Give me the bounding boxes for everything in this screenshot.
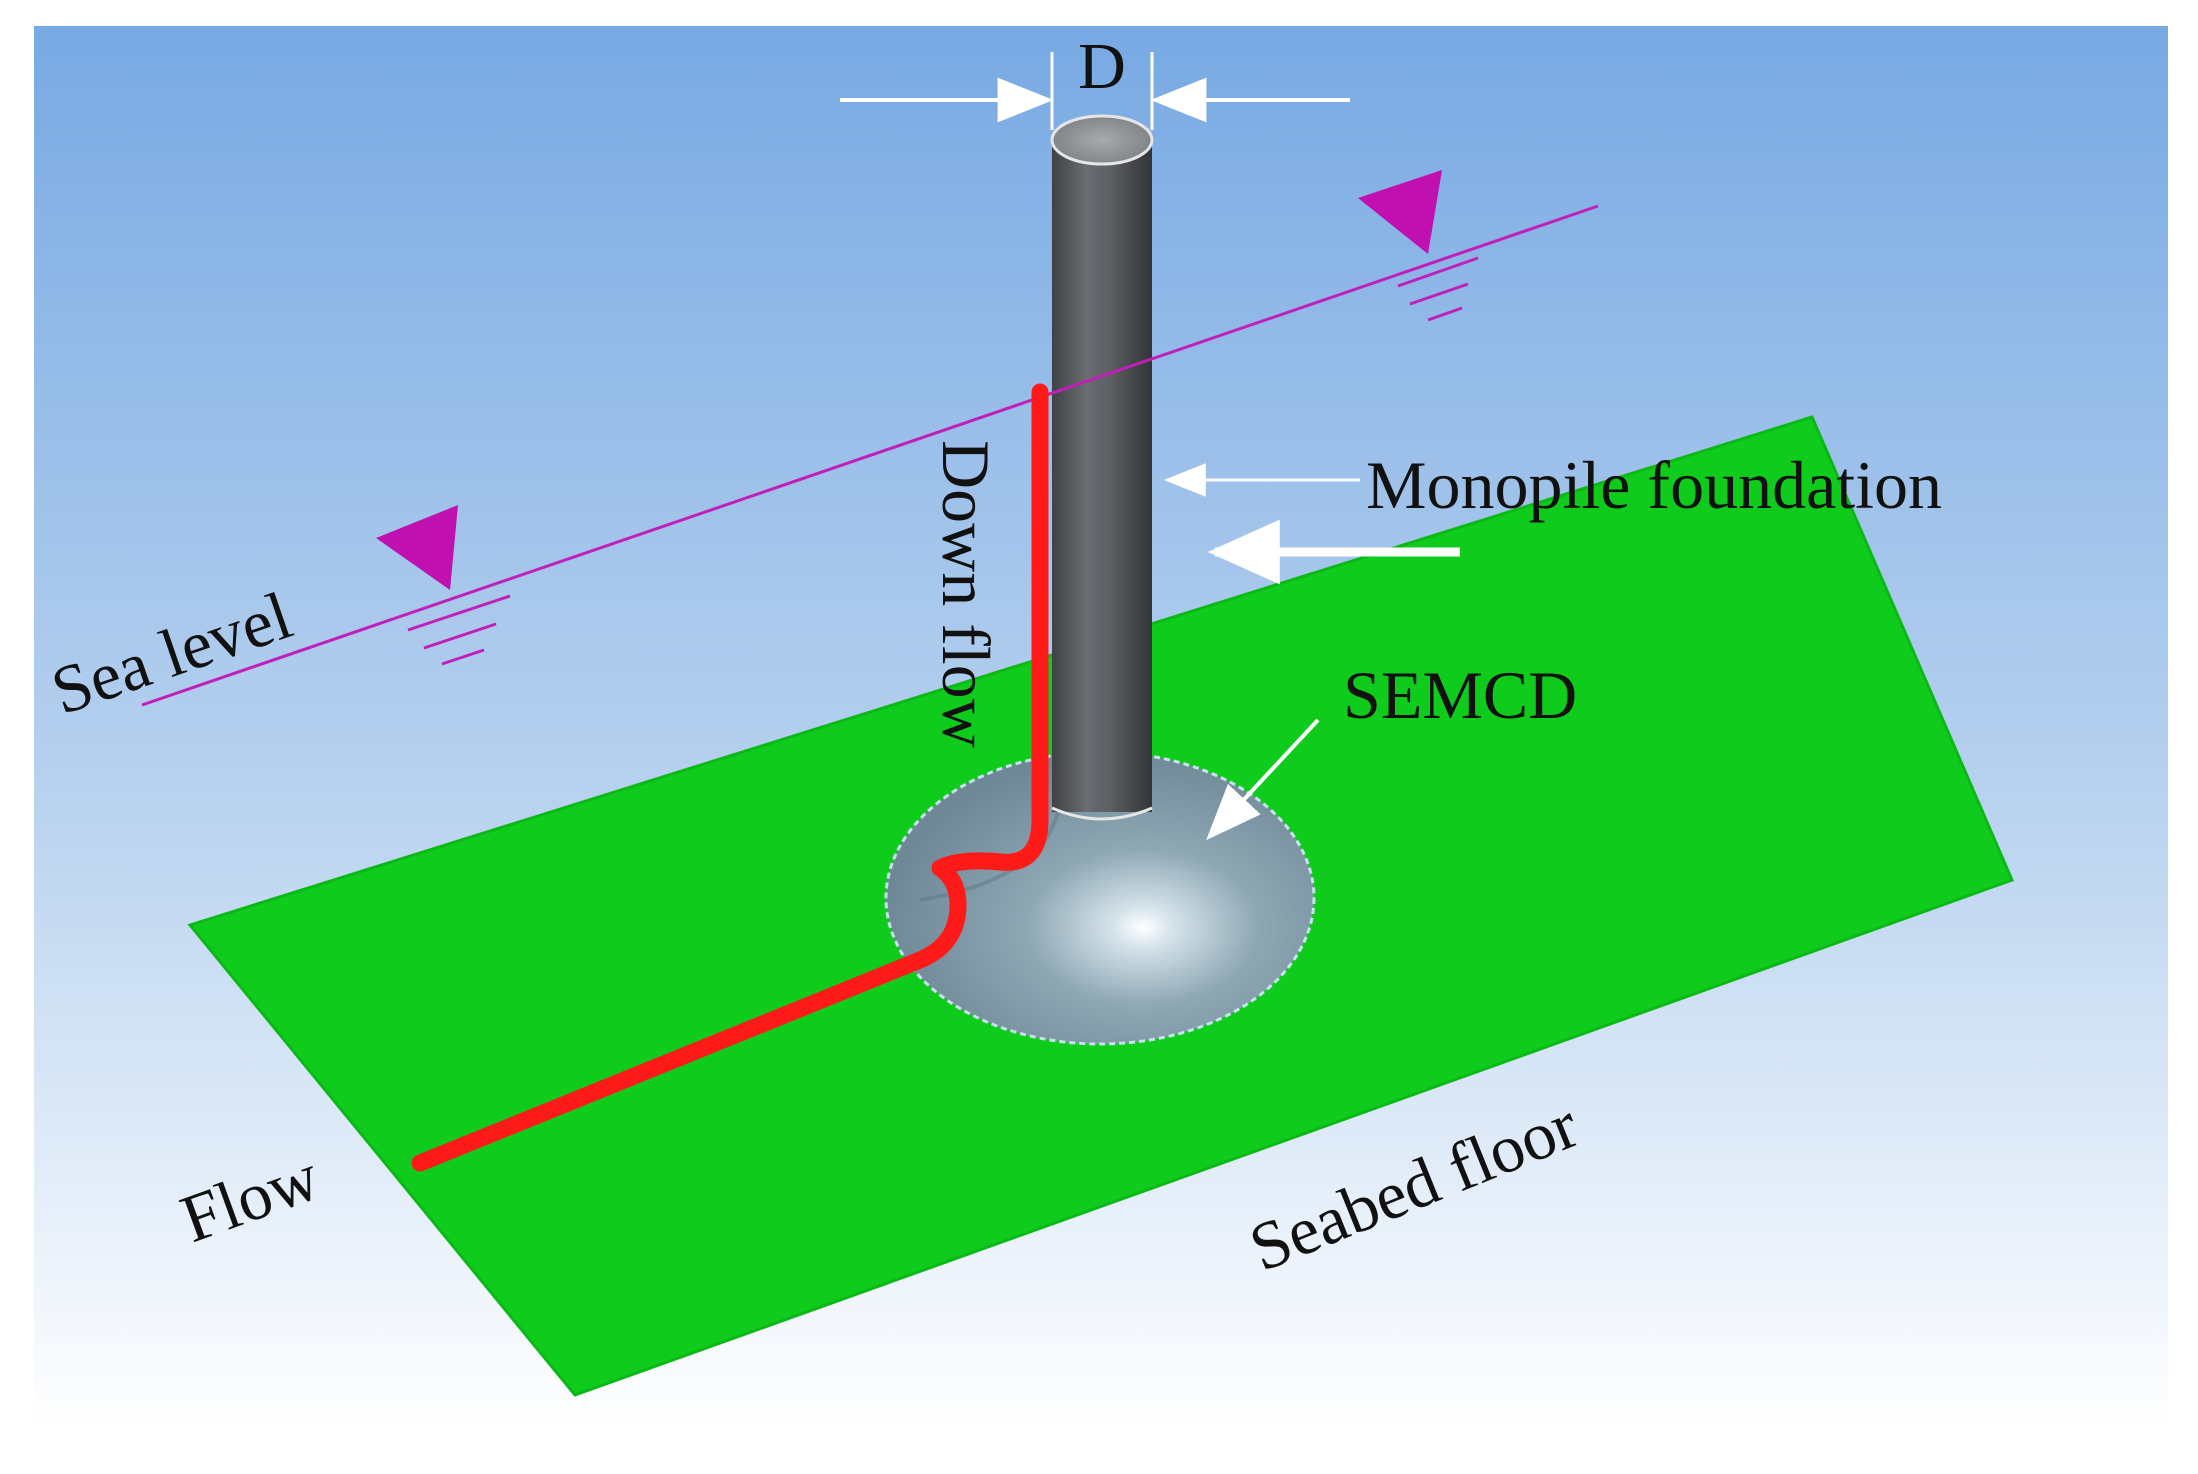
diameter-label: D xyxy=(1078,30,1126,103)
semcd-pointer-arrow xyxy=(1206,718,1320,841)
monopile-base-seam xyxy=(1051,806,1153,821)
monopile-top xyxy=(1050,114,1154,166)
water-level-tick xyxy=(423,622,497,650)
down-flow-label: Down flow xyxy=(928,440,1004,748)
water-level-tick xyxy=(1409,282,1469,306)
monopile xyxy=(1052,140,1152,812)
monopile-label: Monopile foundation xyxy=(1366,447,1942,523)
downward-triangle-icon xyxy=(1358,170,1442,254)
sea-level-line xyxy=(141,204,1599,707)
downward-triangle-icon xyxy=(376,505,458,590)
water-level-tick xyxy=(1397,256,1479,288)
flow-path xyxy=(411,383,1049,1172)
semcd-label: SEMCD xyxy=(1343,657,1577,733)
water-level-tick xyxy=(1427,306,1463,322)
water-level-tick xyxy=(407,594,511,632)
water-level-tick xyxy=(441,648,485,666)
